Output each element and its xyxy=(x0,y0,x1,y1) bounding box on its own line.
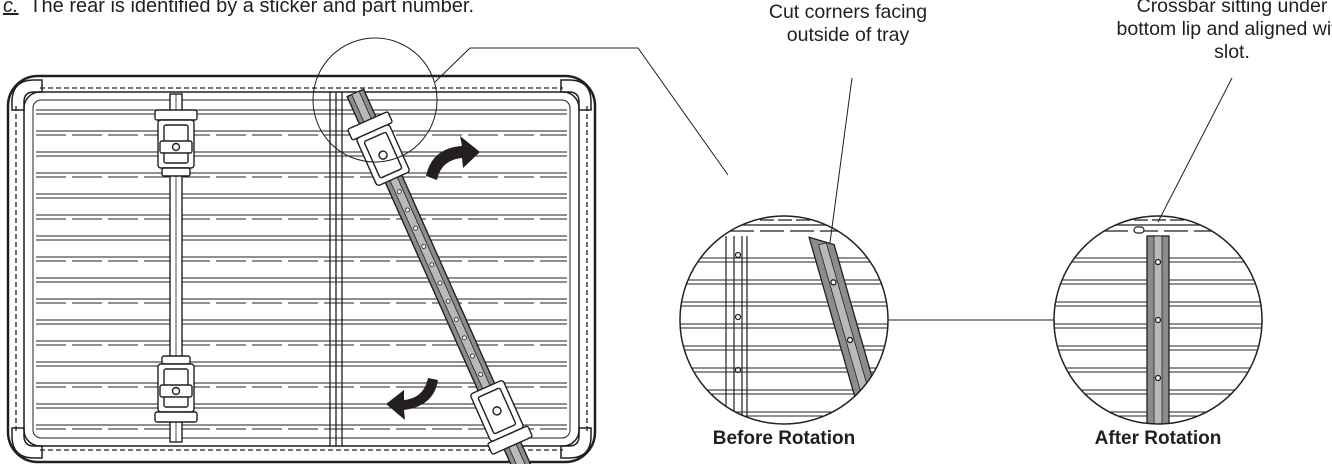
before-lip xyxy=(680,219,888,232)
tray-dashes xyxy=(15,87,588,451)
instruction-caption: c. The rear is identified by a sticker a… xyxy=(3,0,474,18)
crossbar-pointer xyxy=(1157,77,1233,223)
tray-corner-brackets xyxy=(11,79,592,459)
crossbar-hole xyxy=(470,353,475,359)
before-slats xyxy=(680,257,888,417)
rotated-crossbar-holes xyxy=(396,189,484,377)
crossbar-hole xyxy=(453,317,459,322)
instruction-text: The rear is identified by a sticker and … xyxy=(29,0,474,17)
magnifier-circle xyxy=(312,37,438,163)
rotated-crossbar xyxy=(346,88,534,464)
magnifier-guides xyxy=(312,37,1233,321)
crossbar-hole xyxy=(445,298,451,304)
left-crossbar-bottom-latch xyxy=(154,355,198,423)
tray-outer-frame xyxy=(6,74,597,464)
after-rotation-circle xyxy=(1053,215,1263,425)
crossbar-hole xyxy=(429,262,435,268)
left-crossbar-top-latch xyxy=(154,109,198,177)
crossbar-hole xyxy=(437,280,443,286)
after-rotation-detail xyxy=(1054,219,1262,424)
tray-rim xyxy=(32,99,571,439)
left-crossbar xyxy=(154,93,198,443)
cut-corners-label: Cut corners facing outside of tray xyxy=(768,1,928,46)
before-slots xyxy=(873,226,885,234)
crossbar-hole xyxy=(405,207,410,213)
instruction-step-letter: c. xyxy=(3,0,19,17)
crossbar-label: Crossbar sitting under bottom lip and al… xyxy=(1116,0,1332,63)
rotate-clockwise-arrow-icon xyxy=(426,136,480,180)
rotated-crossbar-bottom-latch xyxy=(470,380,533,455)
after-lip xyxy=(1054,219,1262,232)
tray-center-rail xyxy=(329,92,343,446)
tray-inner-frame xyxy=(23,91,580,447)
crossbar-hole xyxy=(421,244,427,249)
rotate-arrow-icon xyxy=(386,378,438,420)
cut-corners-pointer xyxy=(828,77,853,251)
rotated-crossbar-top-latch xyxy=(347,111,410,186)
after-rotation-caption: After Rotation xyxy=(1094,428,1222,449)
before-left-rail xyxy=(725,236,748,424)
magnifier-leader-line xyxy=(434,47,729,176)
before-rotation-circle xyxy=(679,215,889,425)
after-crossbar xyxy=(1146,235,1170,424)
crossbar-hole xyxy=(462,335,467,341)
before-rotation-caption: Before Rotation xyxy=(712,428,856,449)
crossbar-hole xyxy=(478,371,484,377)
crossbar-hole xyxy=(413,225,418,231)
crossbar-hole xyxy=(396,189,402,195)
